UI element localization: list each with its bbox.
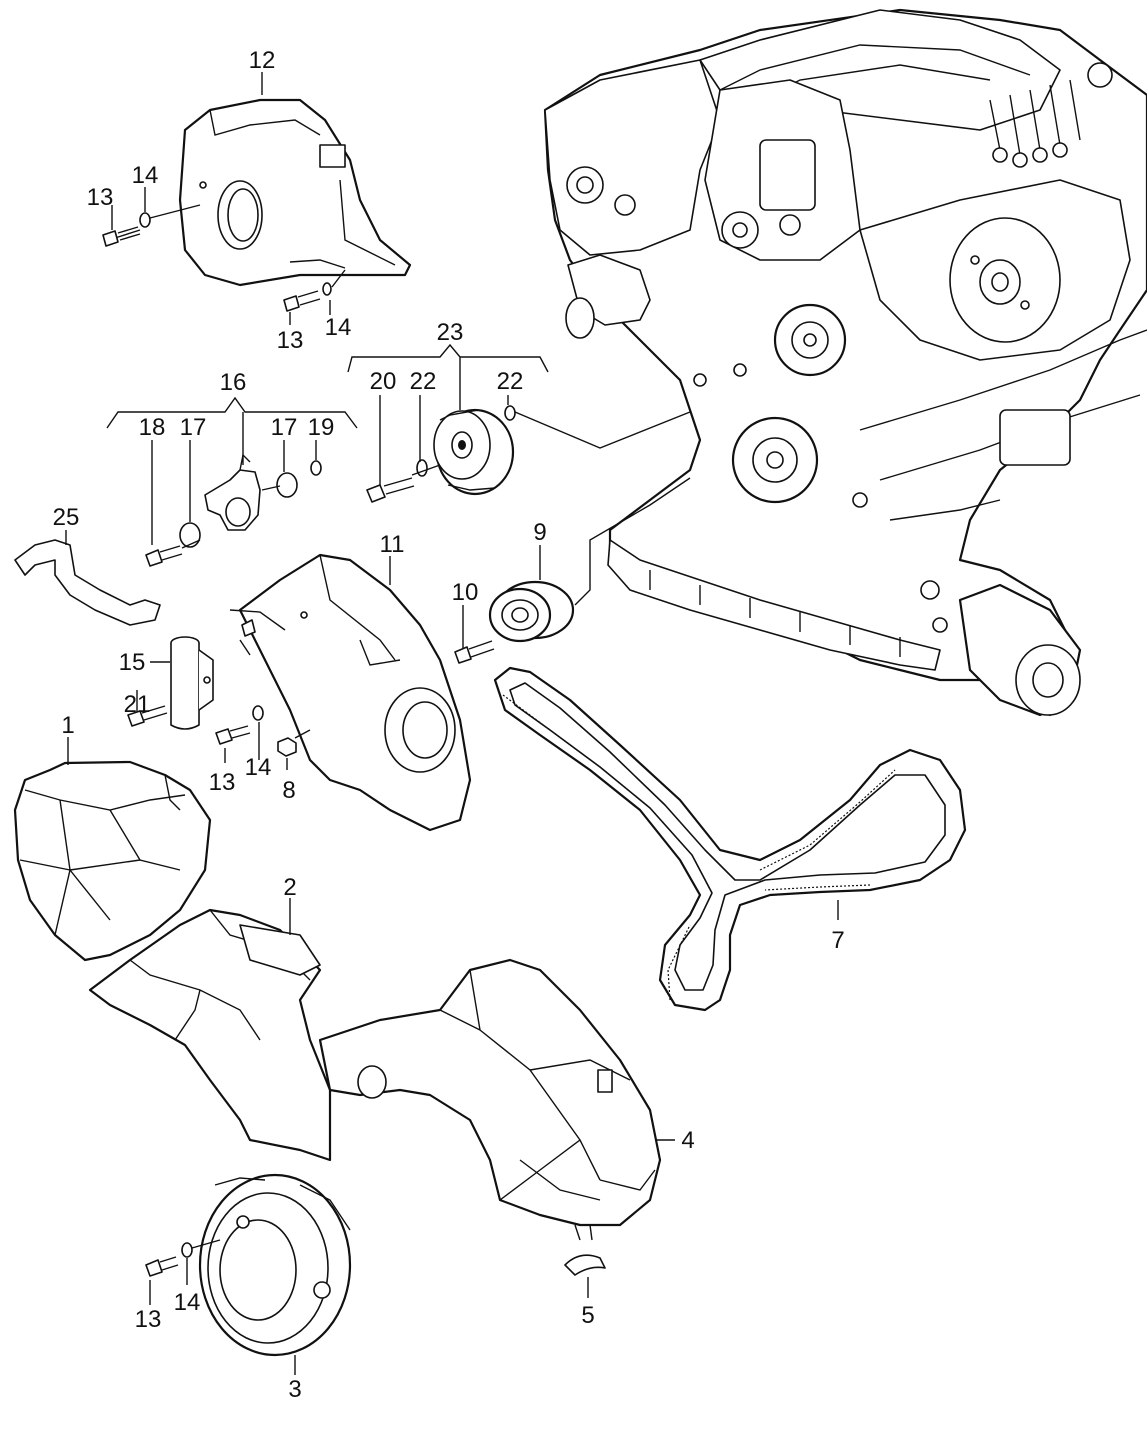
callout-13: 13 — [87, 184, 114, 211]
callout-7: 7 — [831, 927, 844, 954]
callout-1: 1 — [61, 712, 74, 739]
washer-14-bottom — [181, 1242, 193, 1258]
callout-14: 14 — [174, 1289, 201, 1316]
callout-labels: 12 14 13 14 13 23 20 22 22 16 18 17 17 1… — [53, 47, 845, 1403]
washer-22-right — [504, 405, 516, 421]
part-15-tensioner-damper — [170, 636, 214, 730]
callout-2: 2 — [283, 874, 296, 901]
part-4-timing-cover-lower — [318, 958, 662, 1227]
callout-23: 23 — [437, 319, 464, 346]
callout-14: 14 — [245, 754, 272, 781]
engine-assembly — [543, 8, 1147, 717]
bolt-18 — [145, 545, 183, 567]
callout-11: 11 — [380, 531, 405, 558]
callout-12: 12 — [249, 47, 276, 74]
callout-10: 10 — [452, 579, 479, 606]
bolt-13-bottom — [145, 1256, 179, 1277]
callout-14: 14 — [132, 162, 159, 189]
callout-15: 15 — [119, 649, 146, 676]
part-23-idler-pulley — [433, 408, 515, 496]
washer-14-mid — [252, 705, 264, 721]
callout-20: 20 — [370, 368, 397, 395]
part-1-timing-cover-left — [13, 760, 212, 962]
washer-14-upper — [139, 212, 151, 228]
part-9-idler-pulley — [488, 580, 575, 643]
part-16-tensioner — [204, 453, 261, 531]
bolt-13-upper — [102, 226, 141, 247]
leader-line — [574, 477, 691, 606]
callout-9: 9 — [533, 519, 546, 546]
callout-5: 5 — [581, 1302, 594, 1329]
part-5-clip — [564, 1224, 606, 1276]
callout-13: 13 — [135, 1306, 162, 1333]
callout-16: 16 — [220, 369, 247, 396]
washer-17-left — [179, 522, 201, 548]
bolt-21 — [127, 705, 168, 727]
washer-14-lower — [322, 282, 332, 296]
part-3-crankshaft-pulley — [198, 1173, 352, 1357]
leader-line — [239, 639, 311, 739]
callout-25: 25 — [53, 504, 80, 531]
washer-22-left — [416, 459, 428, 477]
callout-17: 17 — [180, 414, 207, 441]
callout-22: 22 — [497, 368, 524, 395]
leader-line — [149, 204, 201, 219]
part-11-timing-cover-rear — [229, 553, 472, 832]
callout-19: 19 — [308, 414, 335, 441]
callout-leaders — [65, 72, 589, 1375]
bolt-13-lower — [283, 290, 321, 312]
leader-line — [181, 485, 281, 549]
bolt-10 — [454, 640, 495, 664]
washer-17-right — [276, 472, 298, 498]
bolt-20 — [366, 477, 415, 503]
bolt-13-mid — [215, 725, 251, 745]
part-2-timing-cover-middle — [88, 908, 332, 1162]
callout-14: 14 — [325, 314, 352, 341]
callout-21: 21 — [124, 691, 151, 718]
callout-8: 8 — [282, 777, 295, 804]
part-25-bracket — [14, 539, 161, 626]
washer-19 — [310, 460, 322, 476]
part-7-timing-belt — [493, 666, 967, 1012]
callout-17: 17 — [271, 414, 298, 441]
leader-line — [191, 1239, 221, 1249]
callout-13: 13 — [209, 769, 236, 796]
stud-bolt — [241, 619, 256, 637]
nut-8 — [277, 737, 297, 757]
callout-13: 13 — [277, 327, 304, 354]
callout-22: 22 — [410, 368, 437, 395]
leader-line — [411, 411, 691, 476]
callout-18: 18 — [139, 414, 166, 441]
leader-line — [331, 269, 346, 288]
part-12-timing-cover-upper — [178, 98, 412, 287]
callout-4: 4 — [681, 1127, 694, 1154]
callout-3: 3 — [288, 1376, 301, 1403]
